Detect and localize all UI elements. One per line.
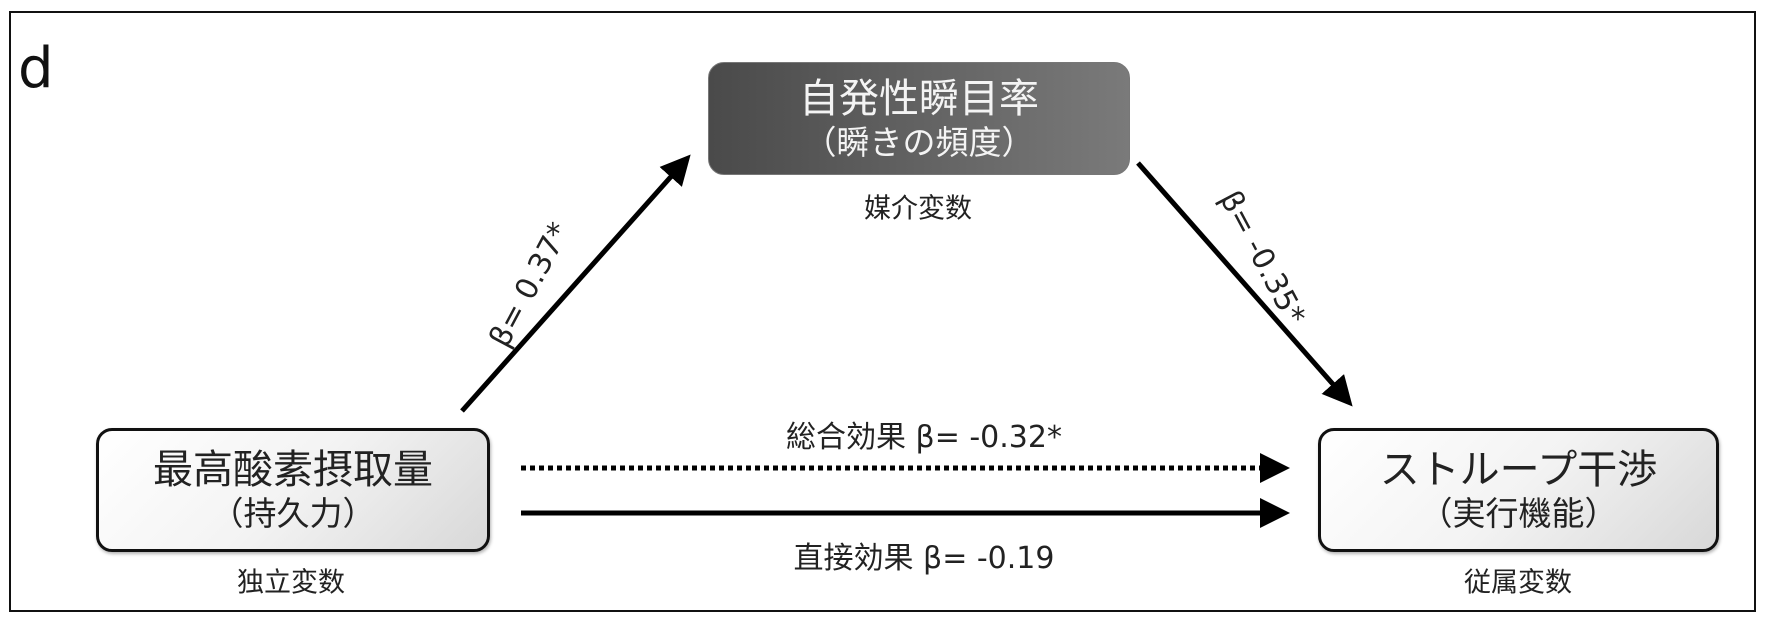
mediator-title: 自発性瞬目率 (799, 75, 1039, 122)
figure-frame (9, 11, 1756, 612)
dependent-role: 従属変数 (1464, 567, 1572, 599)
independent-box: 最高酸素摂取量 （持久力） (96, 428, 490, 552)
total-effect-label: 総合効果 β= -0.32* (786, 420, 1062, 455)
mediator-box: 自発性瞬目率 （瞬きの頻度） (708, 62, 1130, 175)
dependent-subtitle: （実行機能） (1419, 494, 1618, 534)
independent-role: 独立変数 (237, 567, 345, 599)
independent-title: 最高酸素摂取量 (153, 447, 433, 494)
mediator-subtitle: （瞬きの頻度） (803, 122, 1035, 162)
independent-subtitle: （持久力） (210, 494, 376, 534)
mediator-role: 媒介変数 (864, 193, 972, 225)
dependent-box: ストループ干渉 （実行機能） (1318, 428, 1719, 552)
path-a-arrow (460, 154, 691, 413)
dependent-title: ストループ干渉 (1379, 447, 1658, 494)
path-b-arrow (1136, 161, 1353, 407)
direct-effect-label: 直接効果 β= -0.19 (793, 541, 1055, 576)
panel-label: d (18, 36, 54, 101)
